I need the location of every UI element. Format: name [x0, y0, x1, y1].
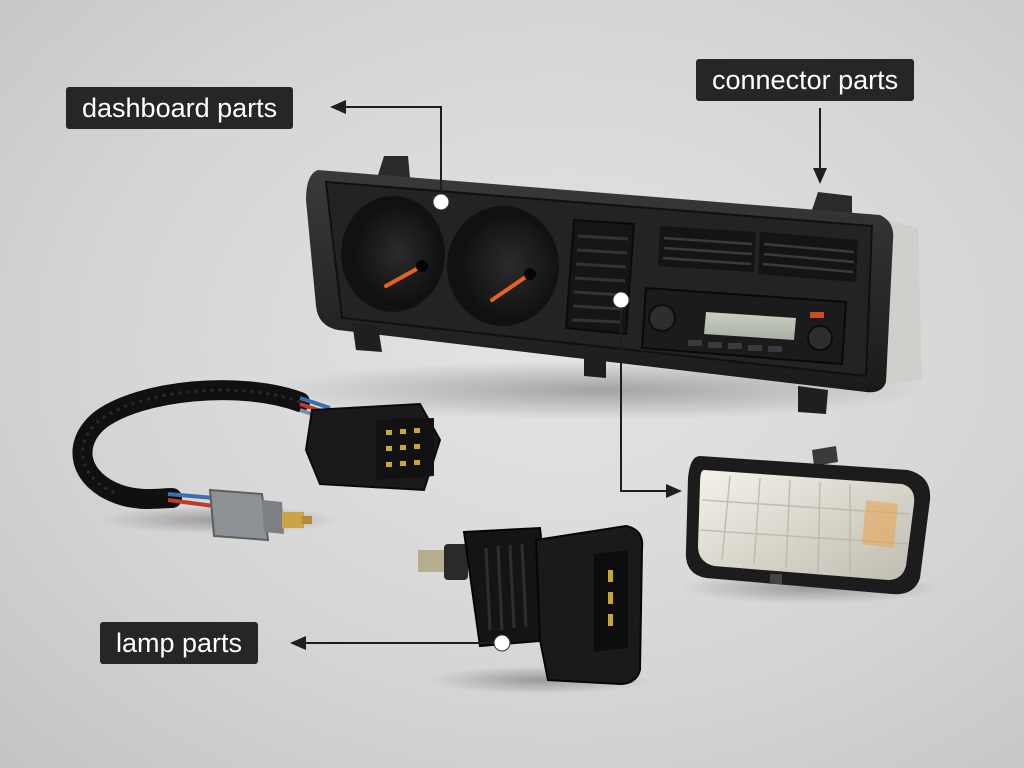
sensor	[418, 524, 650, 694]
headlamp	[680, 446, 940, 604]
marker-dot	[612, 291, 630, 309]
label-connector-parts: connector parts	[696, 59, 915, 101]
label-dashboard-parts: dashboard parts	[66, 87, 294, 129]
label-lamp-parts: lamp parts	[100, 622, 259, 664]
annotation-leaders	[290, 100, 827, 650]
instrument-panel	[270, 156, 930, 420]
marker-dot	[432, 193, 450, 211]
wire-harness	[72, 380, 442, 542]
marker-dot	[493, 634, 511, 652]
